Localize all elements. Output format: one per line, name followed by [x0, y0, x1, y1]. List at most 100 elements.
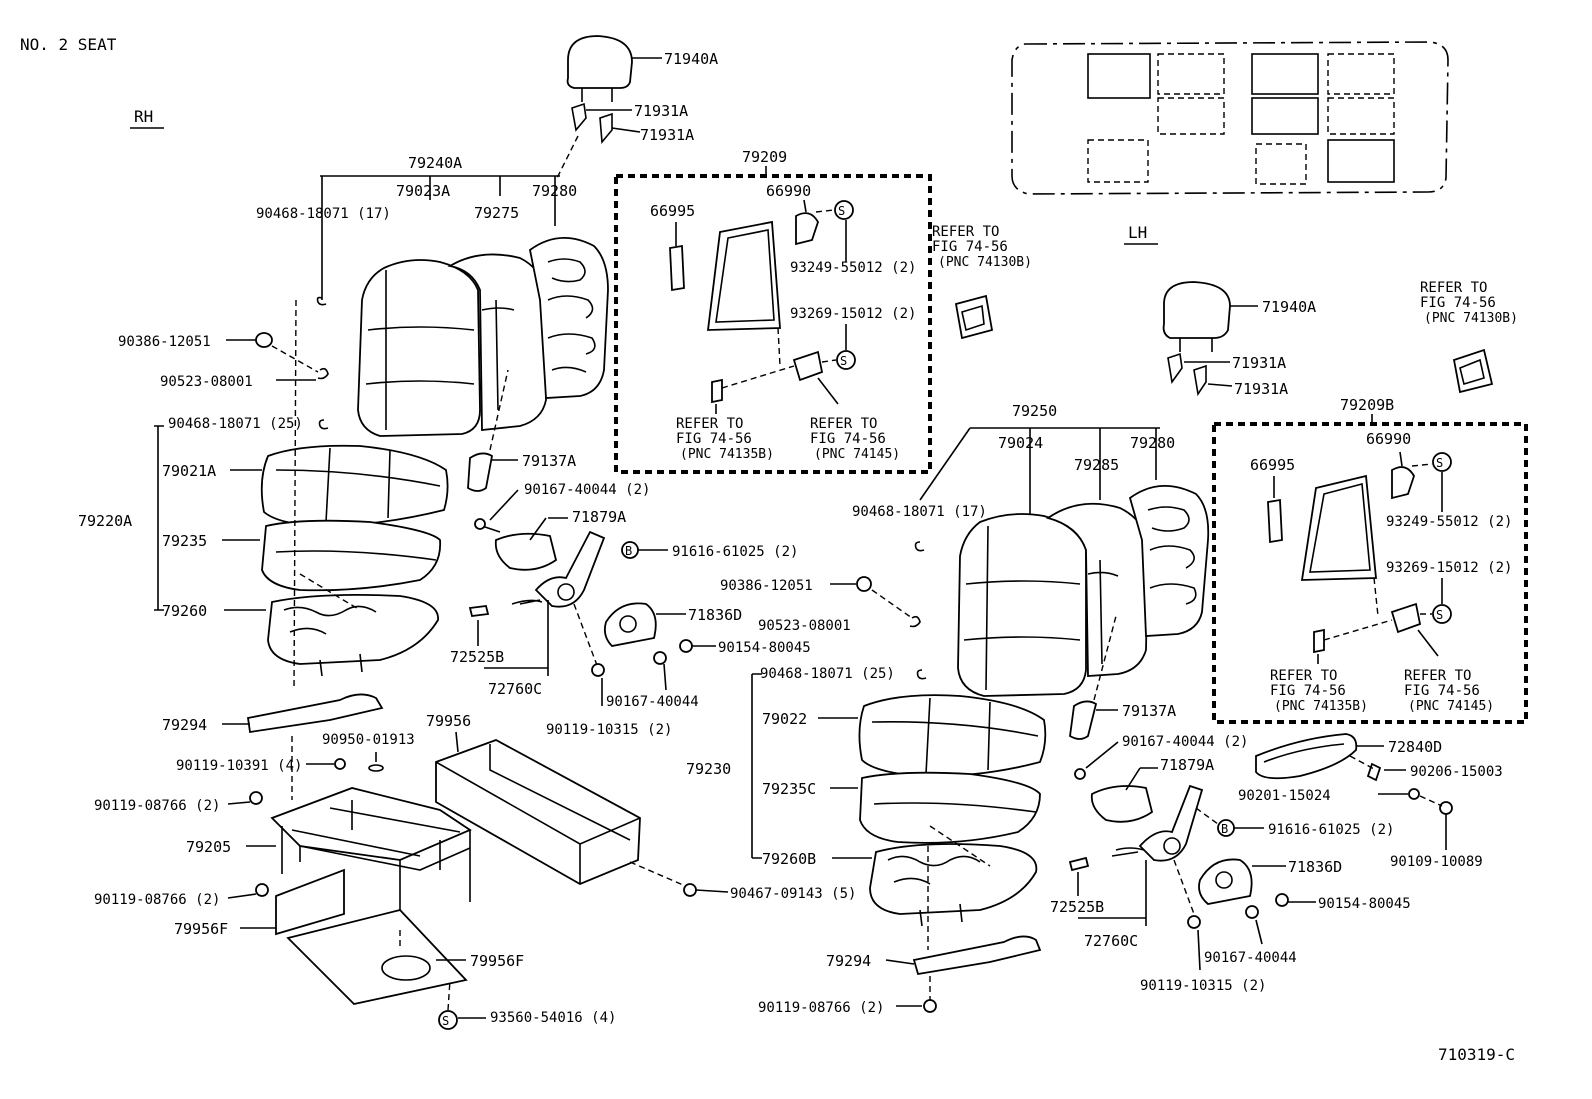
rh-bolt-knob2-label: 90167-40044: [606, 694, 699, 710]
rh-cushion-pad: [261, 519, 442, 592]
lh-cushion-cover-label: 79022: [762, 710, 807, 728]
lh-box-screw-low-label: 93269-15012 (2): [1386, 560, 1512, 576]
rh-hinge-cover-label: 79137A: [522, 452, 576, 470]
lh-knob-label: 71836D: [1288, 858, 1342, 876]
lh-leg-label: 79294: [826, 952, 871, 970]
lh-leg: [912, 935, 1042, 976]
rh-bolt-a-label: 90386-12051: [118, 334, 211, 350]
lh-box-refer-out-3: (PNC 74130B): [1424, 311, 1518, 326]
lh-label: LH: [1128, 223, 1147, 242]
lh-box-refer-left-2: FIG 74-56: [1270, 683, 1346, 699]
box-screw-top-label: 93249-55012 (2): [790, 260, 916, 276]
lh-box-bracket-label: 66990: [1366, 430, 1411, 448]
rh-bolt-rec-label: 90119-10315 (2): [546, 722, 672, 738]
lh-box-assy-label: 79209B: [1340, 396, 1394, 414]
rh-clip-a-label: 90523-08001: [160, 374, 253, 390]
rh-cushion-frame-label: 79260: [162, 602, 207, 620]
rh-knob-label: 71836D: [688, 606, 742, 624]
lh-headrest-label: 71940A: [1262, 298, 1316, 316]
lh-cushion-frame-label: 79260B: [762, 850, 816, 868]
rh-back-assy-label: 79240A: [408, 154, 462, 172]
lh-cushion-pad: [859, 771, 1041, 844]
rh-s-symbol-screw: S: [442, 1014, 449, 1028]
box-refer-right-3: (PNC 74145): [814, 447, 900, 462]
rh-hog-ring-label: 90468-18071 (17): [256, 206, 391, 222]
lh-handle-label: 72525B: [1050, 898, 1104, 916]
rh-bolt-b-label: 91616-61025 (2): [672, 544, 798, 560]
rh-cushion-frame: [267, 593, 439, 677]
lh-box-refer-right-2: FIG 74-56: [1404, 683, 1480, 699]
rh-leg-label: 79294: [162, 716, 207, 734]
rh-bolt-2a-label: 90119-08766 (2): [94, 798, 220, 814]
lh-recliner-cover-label: 71879A: [1160, 756, 1214, 774]
lh-guide-2-label: 71931A: [1234, 380, 1288, 398]
rh-handle-label: 72525B: [450, 648, 504, 666]
box-refer-left-1: REFER TO: [676, 416, 743, 432]
rh-bolt-2b-label: 90119-08766 (2): [94, 892, 220, 908]
rh-back-pad-label: 79275: [474, 204, 519, 222]
diagram-title: NO. 2 SEAT: [20, 35, 117, 54]
lh-arm-washer-label: 90201-15024: [1238, 788, 1331, 804]
lh-cushion-assy-label: 79230: [686, 760, 731, 778]
lh-armrest-label: 72840D: [1388, 738, 1442, 756]
lh-arm-bolt2-label: 90109-10089: [1390, 854, 1483, 870]
box-s-symbol-top: S: [838, 204, 845, 218]
rh-headrest-label: 71940A: [664, 50, 718, 68]
lh-back-frame: [1128, 485, 1210, 637]
lh-switch-part: [1452, 348, 1494, 394]
rh-guide-1-label: 71931A: [634, 102, 688, 120]
lh-cushion-pad-label: 79235C: [762, 780, 816, 798]
rh-cushion-cover-label: 79021A: [162, 462, 216, 480]
box-79209: [614, 174, 932, 474]
lh-b-symbol-text: B: [1221, 822, 1228, 836]
lh-box-refer-right-3: (PNC 74145): [1408, 699, 1494, 714]
rh-back-pad: [447, 253, 547, 431]
lh-back-assy-label: 79250: [1012, 402, 1057, 420]
rh-back-frame: [529, 237, 609, 399]
lh-headrest: [1162, 281, 1231, 339]
rh-back-cover: [357, 259, 481, 437]
lh-back-cover-label: 79024: [998, 434, 1043, 452]
lh-hog-ring-label: 90468-18071 (17): [852, 504, 987, 520]
box-refer-left-3: (PNC 74135B): [680, 447, 774, 462]
rh-back-cover-label: 79023A: [396, 182, 450, 200]
lh-guide-1-label: 71931A: [1232, 354, 1286, 372]
rh-guide-2-label: 71931A: [640, 126, 694, 144]
lh-arm-bolt1-label: 90206-15003: [1410, 764, 1503, 780]
lh-cushion-frame: [869, 843, 1038, 927]
lh-box-s-symbol-top: S: [1436, 456, 1443, 470]
rh-tray-label: 79956: [426, 712, 471, 730]
lh-bolt-leg-label: 90119-08766 (2): [758, 1000, 884, 1016]
lh-armrest: [1255, 733, 1358, 780]
lh-box-s-symbol-low: S: [1436, 608, 1443, 622]
rh-back-frame-label: 79280: [532, 182, 577, 200]
lh-hinge-cover-label: 79137A: [1122, 702, 1176, 720]
box-79209B: [1212, 422, 1528, 724]
lh-hog-ring-25-label: 90468-18071 (25): [760, 666, 895, 682]
rh-recliner-cover-label: 71879A: [572, 508, 626, 526]
lh-cable-label: 72760C: [1084, 932, 1138, 950]
box-bracket-label: 66990: [766, 182, 811, 200]
box-pad-label: 66995: [650, 202, 695, 220]
vehicle-locator: [1011, 41, 1449, 195]
box-refer-right-2: FIG 74-56: [810, 431, 886, 447]
box-assy-label: 79209: [742, 148, 787, 166]
box-refer-right-1: REFER TO: [810, 416, 877, 432]
lh-box-screw-top-label: 93249-55012 (2): [1386, 514, 1512, 530]
rh-cover-f1-label: 79956F: [174, 920, 228, 938]
box-refer-out-2: FIG 74-56: [932, 239, 1008, 255]
rh-screw-side-label: 90467-09143 (5): [730, 886, 856, 902]
rh-cover-f2-label: 79956F: [470, 952, 524, 970]
lh-back-frame-label: 79280: [1130, 434, 1175, 452]
lh-back-pad-label: 79285: [1074, 456, 1119, 474]
rh-cushion-pad-label: 79235: [162, 532, 207, 550]
rh-cushion-cover: [260, 444, 449, 527]
rh-plug-label: 90950-01913: [322, 732, 415, 748]
lh-back-cover: [957, 513, 1087, 697]
box-refer-out-1: REFER TO: [932, 224, 999, 240]
lh-bolt-knob2-label: 90167-40044: [1204, 950, 1297, 966]
rh-cushion-assy-label: 79220A: [78, 512, 132, 530]
rh-switch-part: [954, 294, 994, 340]
lh-clip-a-label: 90523-08001: [758, 618, 851, 634]
box-screw-low-label: 93269-15012 (2): [790, 306, 916, 322]
